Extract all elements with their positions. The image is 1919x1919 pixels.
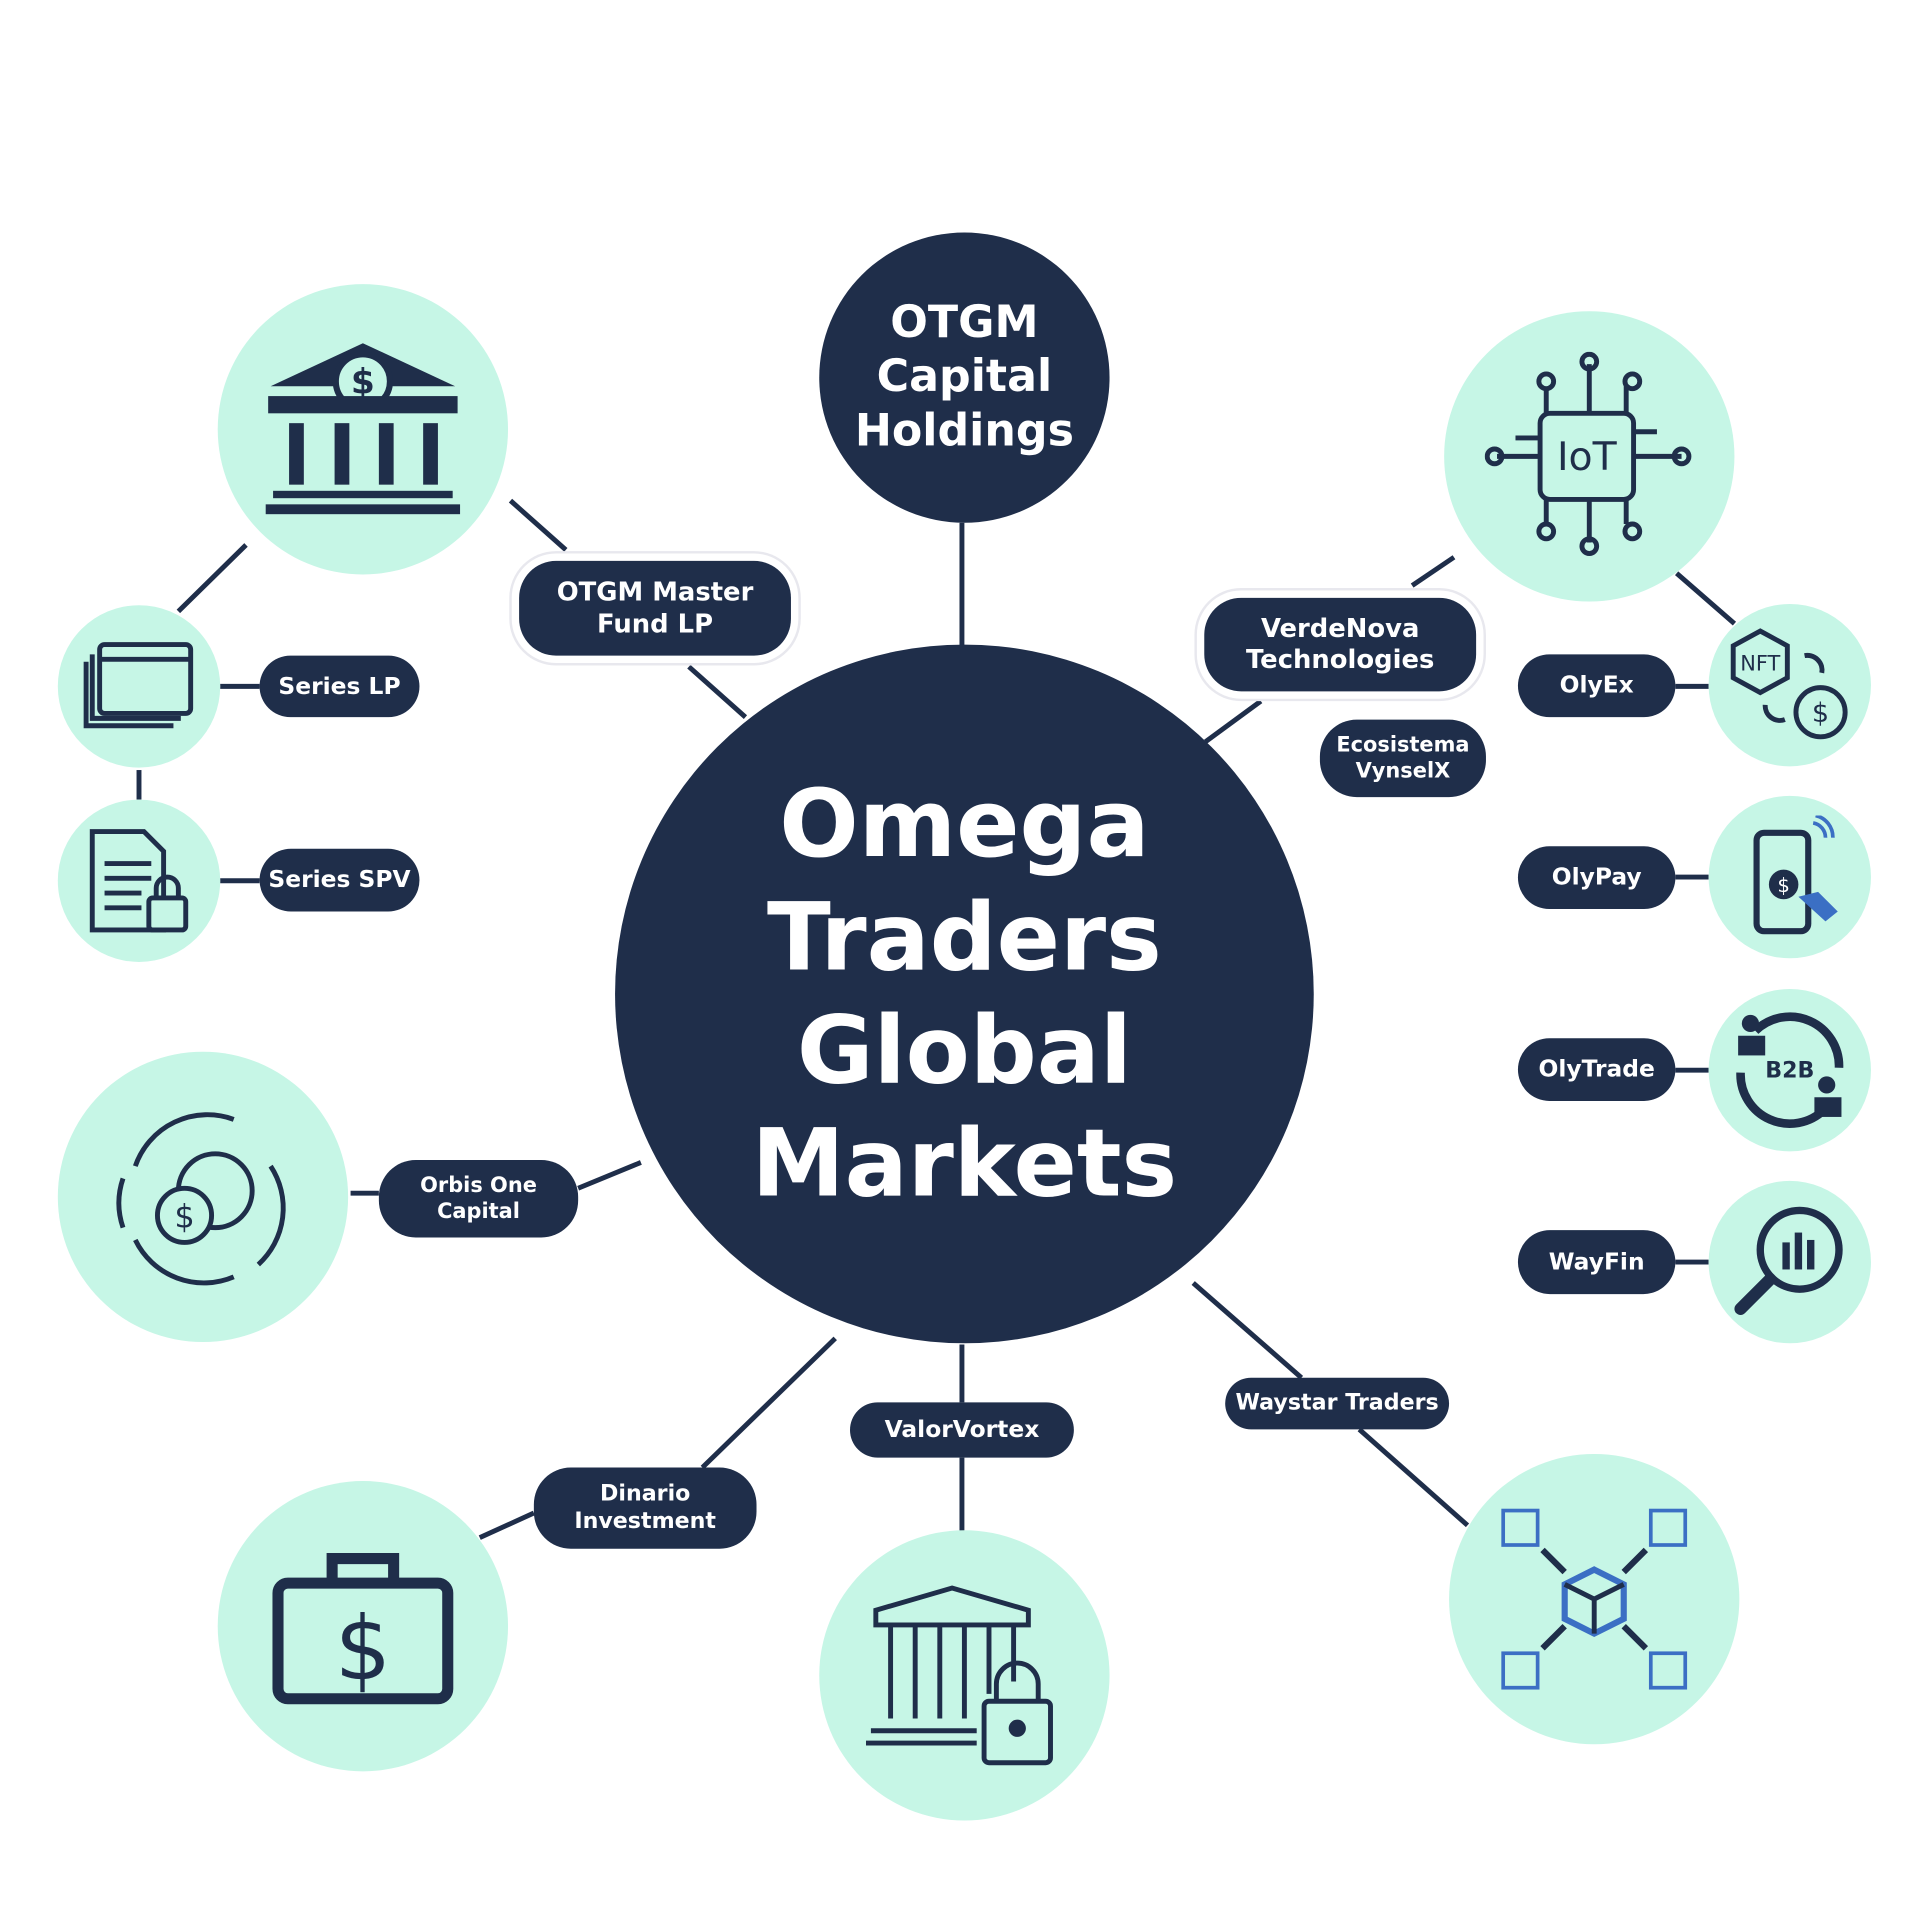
global-money-cycle-icon: $ [57,1051,349,1343]
blockchain-network-icon [1449,1453,1740,1745]
svg-text:NFT: NFT [1740,651,1780,675]
mobile-payment-icon: $ [1708,795,1871,959]
node-series-lp: Series LP [259,655,420,718]
locked-document-icon [57,799,221,962]
briefcase-dollar-icon: $ [217,1481,509,1772]
svg-text:IoT: IoT [1557,434,1618,480]
browser-windows-icon [57,605,221,768]
bank-dollar-icon: $ [217,284,509,575]
node-olyex: OlyEx [1517,654,1676,718]
node-olypay: OlyPay [1517,846,1676,910]
secure-bank-icon [819,1530,1110,1821]
node-valorvortex: ValorVortex [849,1402,1074,1458]
center-node-omega-traders: Omega Traders Global Markets [615,644,1314,1344]
iot-chip-icon: IoT [1444,311,1735,602]
svg-text:$: $ [351,363,375,403]
svg-text:B2B: B2B [1765,1058,1814,1084]
parent-node-otgm-capital: OTGM Capital Holdings [819,232,1110,523]
node-series-spv: Series SPV [259,848,420,912]
node-olytrade: OlyTrade [1517,1038,1676,1101]
magnify-chart-icon [1708,1180,1871,1344]
svg-text:$: $ [1812,698,1829,729]
svg-text:$: $ [335,1597,391,1700]
svg-text:$: $ [1777,874,1790,897]
svg-text:$: $ [174,1198,194,1236]
node-wayfin: WayFin [1517,1230,1676,1295]
b2b-exchange-icon: B2B [1708,989,1871,1152]
node-waystar-traders: Waystar Traders [1225,1377,1450,1430]
nft-exchange-icon: NFT $ [1708,603,1871,767]
